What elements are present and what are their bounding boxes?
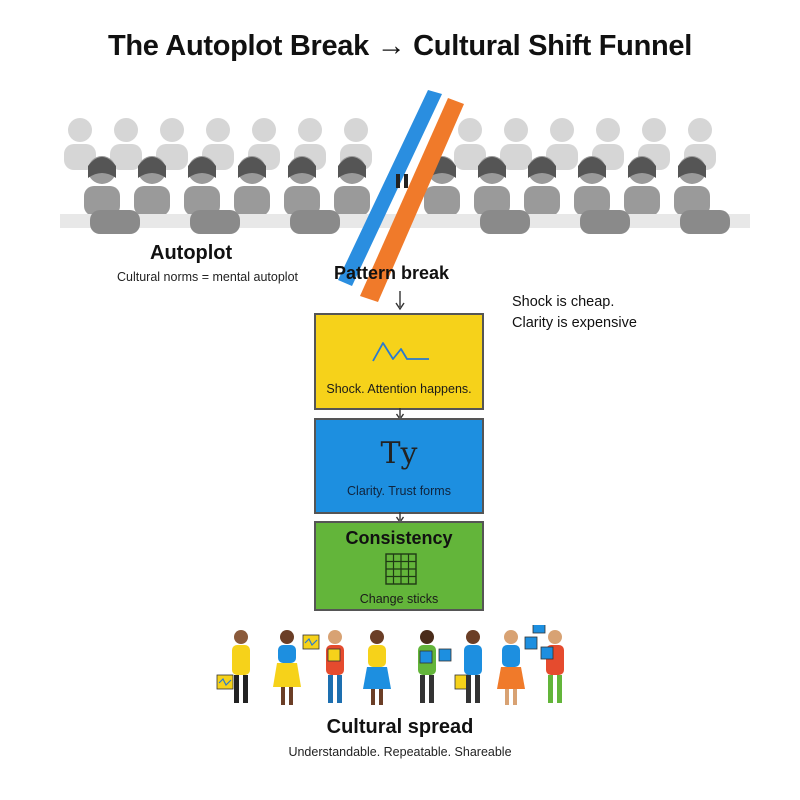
person-icon — [363, 630, 391, 705]
autoplot-subtitle: Cultural norms = mental autoplot — [117, 270, 298, 284]
person-icon — [540, 630, 564, 703]
spread-heading: Cultural spread — [326, 716, 474, 738]
diagram-title: The Autoplot Break → Cultural Shift Funn… — [107, 30, 693, 62]
down-arrow — [393, 291, 407, 311]
stage-heading: Consistency — [345, 528, 453, 548]
typography-icon: Ty — [380, 436, 418, 471]
side-note-line: Shock is cheap. — [512, 294, 615, 310]
waveform-icon — [371, 335, 431, 367]
person-icon — [497, 625, 546, 705]
person-icon — [418, 630, 470, 703]
autoplot-heading: Autoplot — [150, 242, 233, 264]
person-icon — [273, 630, 320, 705]
stage-caption: Clarity. Trust forms — [347, 484, 451, 498]
stage-shock: Shock. Attention happens. — [314, 313, 484, 410]
side-note: Shock is cheap. Clarity is expensive — [512, 292, 637, 334]
stage-caption: Change sticks — [359, 592, 439, 606]
crowd-illustration — [60, 110, 750, 240]
side-note-line: Clarity is expensive — [512, 315, 637, 331]
crowd-icon — [60, 118, 750, 234]
people-illustration — [215, 625, 590, 715]
stage-caption: Shock. Attention happens. — [326, 382, 472, 396]
person-icon — [464, 630, 482, 703]
person-icon — [326, 630, 344, 703]
spread-subtitle: Understandable. Repeatable. Shareable — [288, 745, 512, 759]
orange-stripe — [360, 98, 464, 302]
blue-stripe — [338, 90, 442, 286]
pattern-break-label: Pattern break — [334, 263, 450, 283]
pattern-break-stripes — [330, 90, 480, 310]
stage-consistency: Consistency Change sticks — [314, 521, 484, 611]
grid-icon — [385, 553, 417, 585]
pause-mark — [396, 174, 400, 188]
stage-clarity: Ty Clarity. Trust forms — [314, 418, 484, 514]
person-icon — [216, 630, 250, 703]
